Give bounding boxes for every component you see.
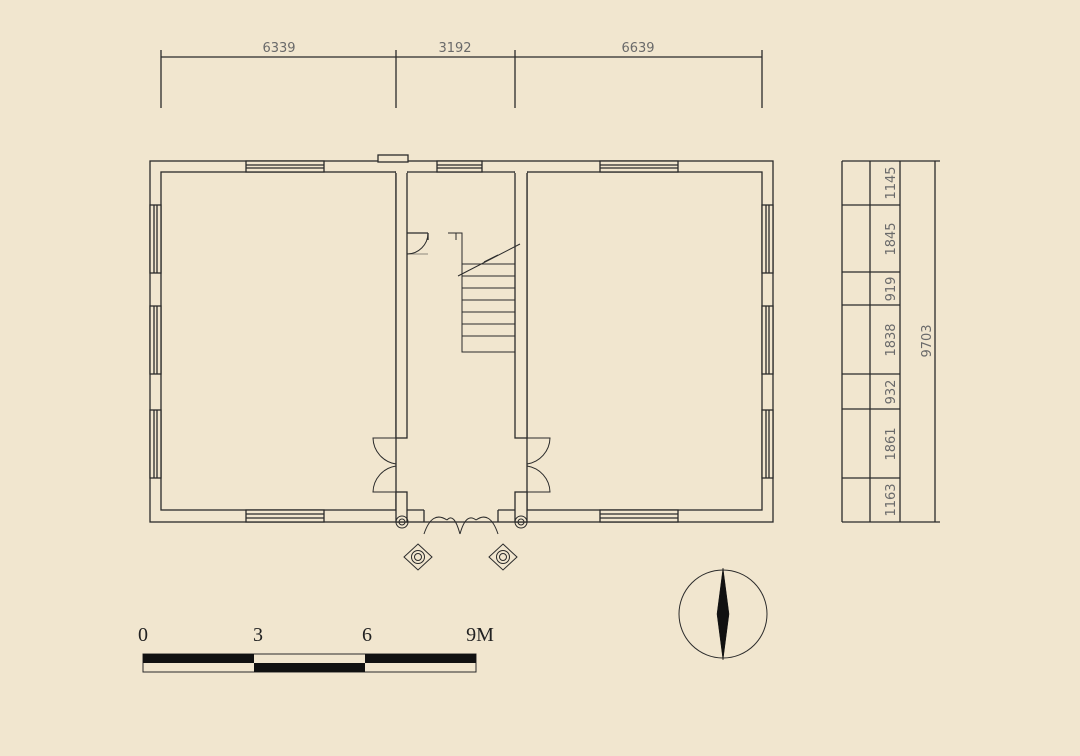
scale-label-0: 0 (138, 624, 148, 646)
windows-right (761, 204, 774, 479)
scale-label-6: 6 (362, 624, 372, 646)
dim-right-2: 1845 (884, 222, 899, 255)
windows-top (245, 160, 679, 173)
dim-top-1: 6339 (262, 41, 295, 56)
north-arrow-icon (678, 567, 768, 661)
right-room-double-doors (526, 437, 551, 493)
dim-right-5: 932 (884, 380, 899, 405)
top-dimension-chain (160, 50, 763, 108)
scale-bar (142, 653, 477, 673)
upper-door (406, 232, 429, 255)
windows-bottom (245, 509, 679, 523)
corridor-walls (395, 171, 528, 523)
entrance-doors (423, 516, 499, 535)
dim-right-7: 1163 (884, 483, 899, 516)
dim-right-6: 1861 (884, 427, 899, 460)
dim-right-3: 919 (884, 277, 899, 302)
column-icon (395, 515, 528, 529)
scale-label-9m: 9M (466, 624, 494, 646)
scale-bar-labels: 0 3 6 9M (138, 624, 494, 646)
right-dimension-labels: 1145 1845 919 1838 932 1861 1163 9703 (884, 166, 935, 516)
windows-left (149, 204, 162, 479)
top-dimension-labels: 6339 3192 6639 (262, 41, 654, 56)
dim-right-1: 1145 (884, 166, 899, 199)
entrance-pillars (403, 543, 518, 571)
scale-label-3: 3 (253, 624, 263, 646)
dim-top-3: 6639 (621, 41, 654, 56)
chimney (377, 154, 409, 163)
right-dimension-chain (841, 160, 940, 523)
staircase (448, 232, 521, 353)
dim-top-2: 3192 (438, 41, 471, 56)
dim-total: 9703 (920, 324, 935, 357)
dim-right-4: 1838 (884, 323, 899, 356)
left-room-double-doors (372, 437, 397, 493)
